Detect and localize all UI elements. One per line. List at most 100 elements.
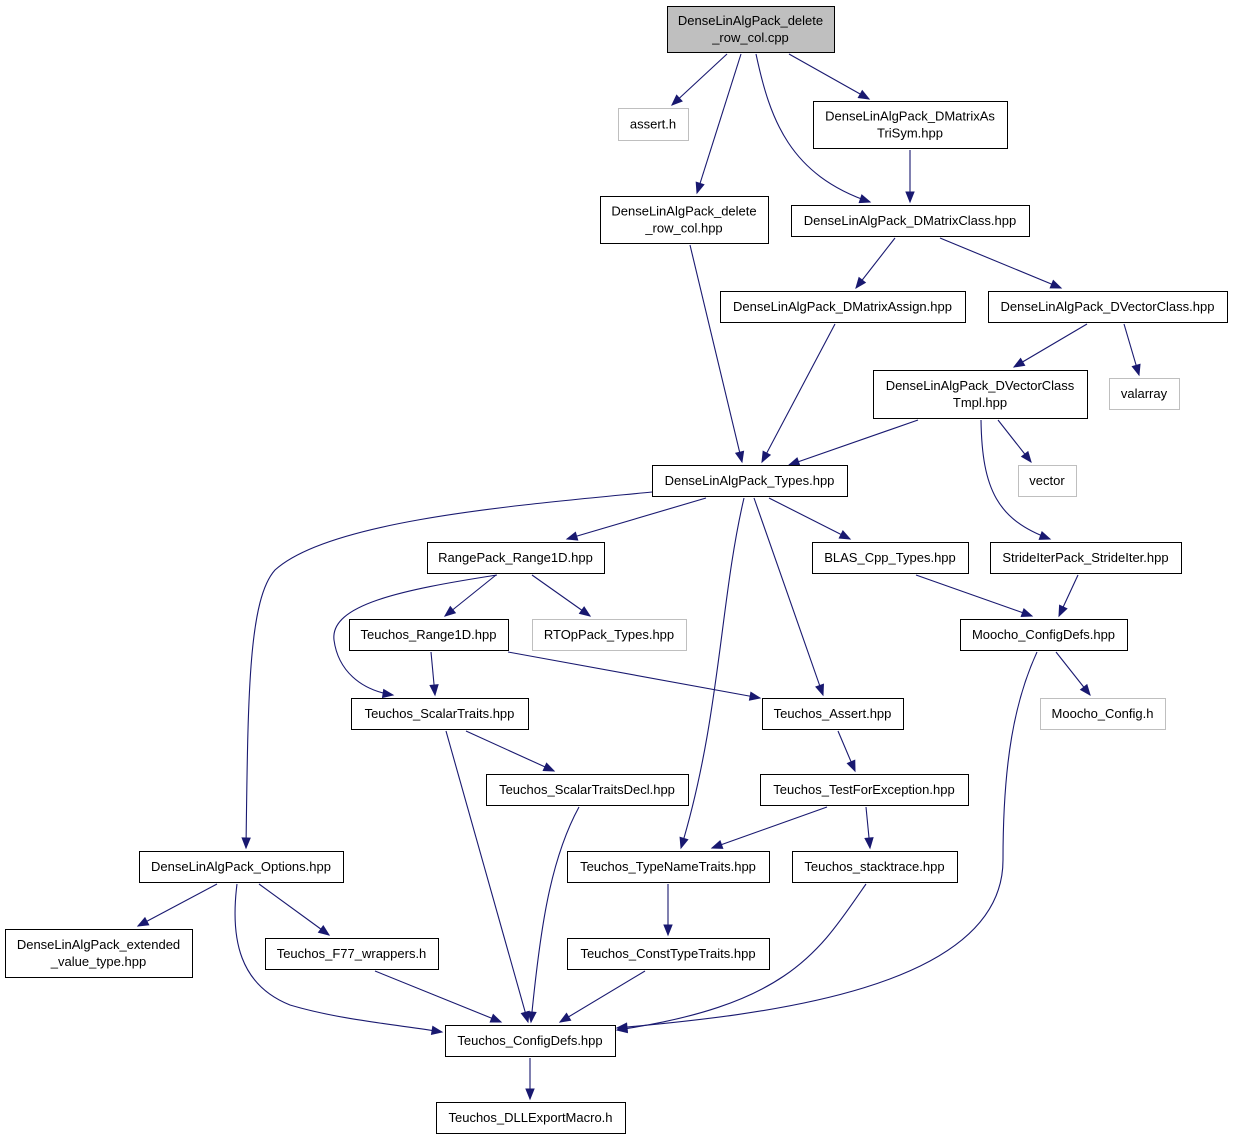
node-dmatrix-class[interactable]: DenseLinAlgPack_DMatrixClass.hpp xyxy=(791,205,1030,237)
node-box[interactable] xyxy=(436,1102,626,1134)
node-box[interactable] xyxy=(5,929,193,978)
arrowhead xyxy=(241,837,251,850)
node-label: DenseLinAlgPack_DMatrixAs xyxy=(825,109,995,124)
arrowhead xyxy=(1020,608,1034,617)
node-box[interactable] xyxy=(762,698,904,730)
arrowhead xyxy=(710,840,724,849)
edge-teuchos_range1d-to-teuchos_assert xyxy=(507,651,762,701)
arrowhead xyxy=(815,683,825,697)
edge-teuchos_configdefs-to-dll_export xyxy=(525,1058,535,1101)
node-label: _row_col.cpp xyxy=(711,30,789,45)
node-box[interactable] xyxy=(445,1025,616,1057)
node-stride-iter[interactable]: StrideIterPack_StrideIter.hpp xyxy=(990,542,1182,574)
arrowhead xyxy=(679,836,689,850)
node-box[interactable] xyxy=(652,465,848,497)
arrowhead xyxy=(734,450,745,464)
edge-f77_wrappers-to-teuchos_configdefs xyxy=(374,970,503,1023)
node-box[interactable] xyxy=(812,542,969,574)
node-box[interactable] xyxy=(813,101,1008,149)
node-box[interactable] xyxy=(988,291,1228,323)
node-dvector-class[interactable]: DenseLinAlgPack_DVectorClass.hpp xyxy=(988,291,1228,323)
node-extended-value-type[interactable]: DenseLinAlgPack_extended_value_type.hpp xyxy=(5,929,193,978)
node-box[interactable] xyxy=(1109,378,1180,410)
arrowhead xyxy=(565,531,579,541)
edge-const_type_traits-to-teuchos_configdefs xyxy=(558,970,646,1023)
node-box[interactable] xyxy=(873,370,1088,419)
node-options[interactable]: DenseLinAlgPack_Options.hpp xyxy=(139,851,344,883)
node-box[interactable] xyxy=(351,698,529,730)
node-box[interactable] xyxy=(760,774,969,806)
node-box[interactable] xyxy=(960,619,1128,651)
edge-range1d-to-rtop_types xyxy=(531,574,592,617)
node-box[interactable] xyxy=(567,938,770,970)
node-box[interactable] xyxy=(567,851,770,883)
node-label: Teuchos_TestForException.hpp xyxy=(773,782,954,797)
node-label: Teuchos_ConstTypeTraits.hpp xyxy=(580,946,755,961)
node-box[interactable] xyxy=(990,542,1182,574)
node-box[interactable] xyxy=(720,291,966,323)
edge-line xyxy=(616,651,1038,1029)
node-box[interactable] xyxy=(265,938,439,970)
node-label: Teuchos_Assert.hpp xyxy=(774,706,892,721)
edge-line xyxy=(696,53,742,194)
node-box[interactable] xyxy=(486,774,689,806)
node-box[interactable] xyxy=(349,619,509,651)
node-dmatrix-assign[interactable]: DenseLinAlgPack_DMatrixAssign.hpp xyxy=(720,291,966,323)
node-scalar-traits[interactable]: Teuchos_ScalarTraits.hpp xyxy=(351,698,529,730)
node-label: _row_col.hpp xyxy=(644,221,722,236)
node-moocho-configdefs[interactable]: Moocho_ConfigDefs.hpp xyxy=(960,619,1128,651)
edge-line xyxy=(566,497,707,540)
node-label: Teuchos_ScalarTraitsDecl.hpp xyxy=(499,782,675,797)
node-types[interactable]: DenseLinAlgPack_Types.hpp xyxy=(652,465,848,497)
edge-line xyxy=(939,237,1062,289)
edge-types-to-teuchos_assert xyxy=(753,497,825,697)
node-box[interactable] xyxy=(1040,698,1166,730)
edge-types-to-type_name_traits xyxy=(679,497,745,850)
node-blas-types[interactable]: BLAS_Cpp_Types.hpp xyxy=(812,542,969,574)
arrowhead xyxy=(578,606,592,617)
node-box[interactable] xyxy=(1018,465,1077,497)
node-box[interactable] xyxy=(427,542,605,574)
node-box[interactable] xyxy=(600,196,769,244)
edge-line xyxy=(465,730,555,772)
node-type-name-traits[interactable]: Teuchos_TypeNameTraits.hpp xyxy=(567,851,770,883)
node-label: Moocho_ConfigDefs.hpp xyxy=(972,627,1115,642)
node-rtop-types[interactable]: RTOpPack_Types.hpp xyxy=(532,619,687,651)
node-dll-export[interactable]: Teuchos_DLLExportMacro.h xyxy=(436,1102,626,1134)
node-box[interactable] xyxy=(791,205,1030,237)
node-moocho-config[interactable]: Moocho_Config.h xyxy=(1040,698,1166,730)
node-teuchos-configdefs[interactable]: Teuchos_ConfigDefs.hpp xyxy=(445,1025,616,1057)
node-f77-wrappers[interactable]: Teuchos_F77_wrappers.h xyxy=(265,938,439,970)
node-box[interactable] xyxy=(792,851,958,883)
edge-types-to-options xyxy=(241,491,653,850)
edge-stride_iter-to-moocho_configdefs xyxy=(1058,574,1079,618)
edge-stacktrace-to-teuchos_configdefs xyxy=(615,883,867,1034)
node-delete-row-col-hpp[interactable]: DenseLinAlgPack_delete_row_col.hpp xyxy=(600,196,769,244)
node-const-type-traits[interactable]: Teuchos_ConstTypeTraits.hpp xyxy=(567,938,770,970)
node-label: Teuchos_Range1D.hpp xyxy=(361,627,497,642)
node-teuchos-range1d[interactable]: Teuchos_Range1D.hpp xyxy=(349,619,509,651)
arrowhead xyxy=(663,924,673,937)
node-box[interactable] xyxy=(532,619,687,651)
node-teuchos-assert[interactable]: Teuchos_Assert.hpp xyxy=(762,698,904,730)
node-box[interactable] xyxy=(618,108,689,141)
arrowhead xyxy=(857,89,871,100)
node-stacktrace[interactable]: Teuchos_stacktrace.hpp xyxy=(792,851,958,883)
node-label: DenseLinAlgPack_DMatrixAssign.hpp xyxy=(733,299,952,314)
node-test-for-exception[interactable]: Teuchos_TestForException.hpp xyxy=(760,774,969,806)
node-vector[interactable]: vector xyxy=(1018,465,1077,497)
node-scalar-traits-decl[interactable]: Teuchos_ScalarTraitsDecl.hpp xyxy=(486,774,689,806)
node-box[interactable] xyxy=(667,6,835,53)
node-box[interactable] xyxy=(139,851,344,883)
node-assert-h[interactable]: assert.h xyxy=(618,108,689,141)
node-range1d[interactable]: RangePack_Range1D.hpp xyxy=(427,542,605,574)
edge-line xyxy=(788,53,870,100)
edge-root-to-delete_row_col_hpp xyxy=(695,53,742,195)
node-valarray[interactable]: valarray xyxy=(1109,378,1180,410)
edge-line xyxy=(333,574,498,696)
node-root[interactable]: DenseLinAlgPack_delete_row_col.cpp xyxy=(667,6,835,53)
edge-dmatrix_as_trisym-to-dmatrix_class xyxy=(905,150,915,204)
